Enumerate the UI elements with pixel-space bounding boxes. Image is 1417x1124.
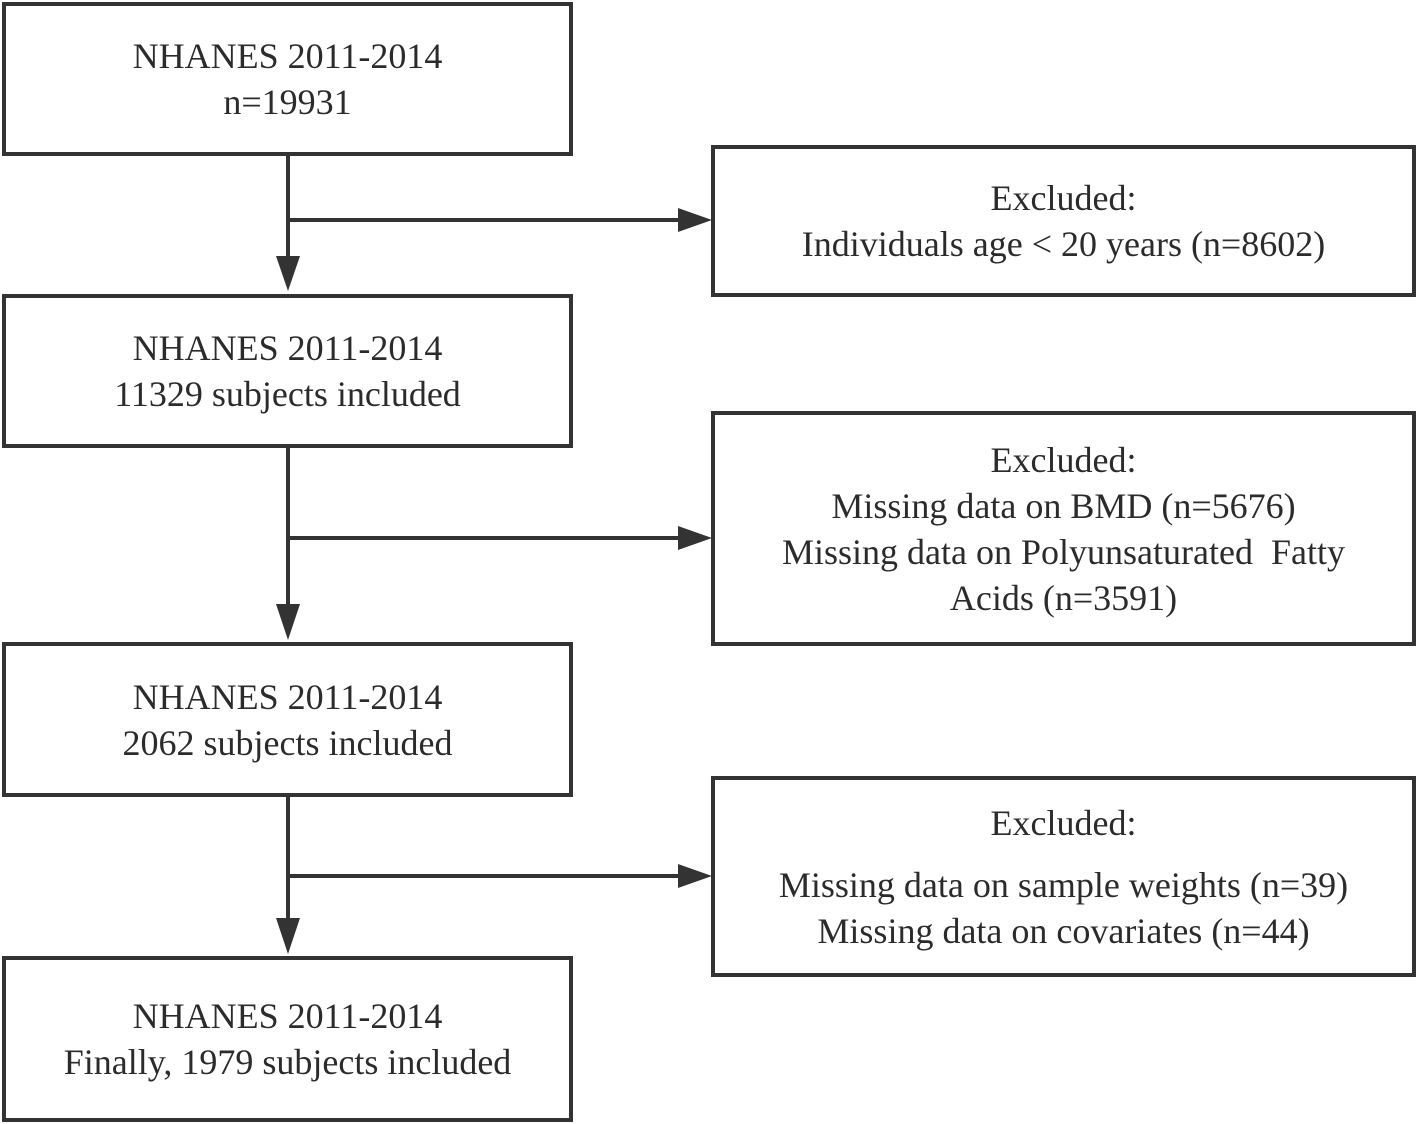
exclusion-heading: Excluded: (990, 178, 1137, 218)
stage-box-final: NHANES 2011-2014 Finally, 1979 subjects … (2, 956, 573, 1122)
down-arrow-3 (276, 797, 300, 954)
stage-box-count: Finally, 1979 subjects included (63, 1042, 512, 1082)
exclusion-reason: Missing data on BMD (n=5676) (831, 485, 1296, 526)
down-arrow-2 (276, 448, 300, 640)
exclusion-reason: Acids (n=3591) (949, 577, 1178, 618)
stage-box-count: 2062 subjects included (122, 722, 453, 763)
stage-box-initial: NHANES 2011-2014 n=19931 (2, 2, 573, 156)
exclusion-box-missing-data: Excluded: Missing data on BMD (n=5676) M… (711, 411, 1416, 646)
exclusion-reason: Individuals age < 20 years (n=8602) (801, 224, 1326, 264)
stage-box-title: NHANES 2011-2014 (132, 996, 443, 1036)
right-arrow-1 (288, 208, 712, 232)
exclusion-reason: Missing data on Polyunsaturated Fatty (782, 531, 1345, 572)
stage-box-title: NHANES 2011-2014 (132, 36, 443, 76)
exclusion-reason: Missing data on sample weights (n=39) (778, 864, 1349, 905)
right-arrow-3 (288, 864, 712, 888)
stage-box-after-age: NHANES 2011-2014 11329 subjects included (2, 294, 573, 448)
stage-box-title: NHANES 2011-2014 (132, 328, 443, 368)
exclusion-box-weights-covariates: Excluded: Missing data on sample weights… (711, 776, 1416, 977)
stage-box-count: 11329 subjects included (114, 374, 461, 414)
exclusion-reason: Missing data on covariates (n=44) (817, 910, 1310, 951)
stage-box-count: n=19931 (223, 82, 352, 122)
stage-box-title: NHANES 2011-2014 (132, 676, 443, 717)
exclusion-box-age: Excluded: Individuals age < 20 years (n=… (711, 145, 1416, 297)
right-arrow-2 (288, 526, 712, 550)
exclusion-heading: Excluded: (990, 802, 1137, 843)
stage-box-after-missing-data: NHANES 2011-2014 2062 subjects included (2, 642, 573, 797)
exclusion-heading: Excluded: (990, 439, 1137, 480)
down-arrow-1 (276, 156, 300, 291)
